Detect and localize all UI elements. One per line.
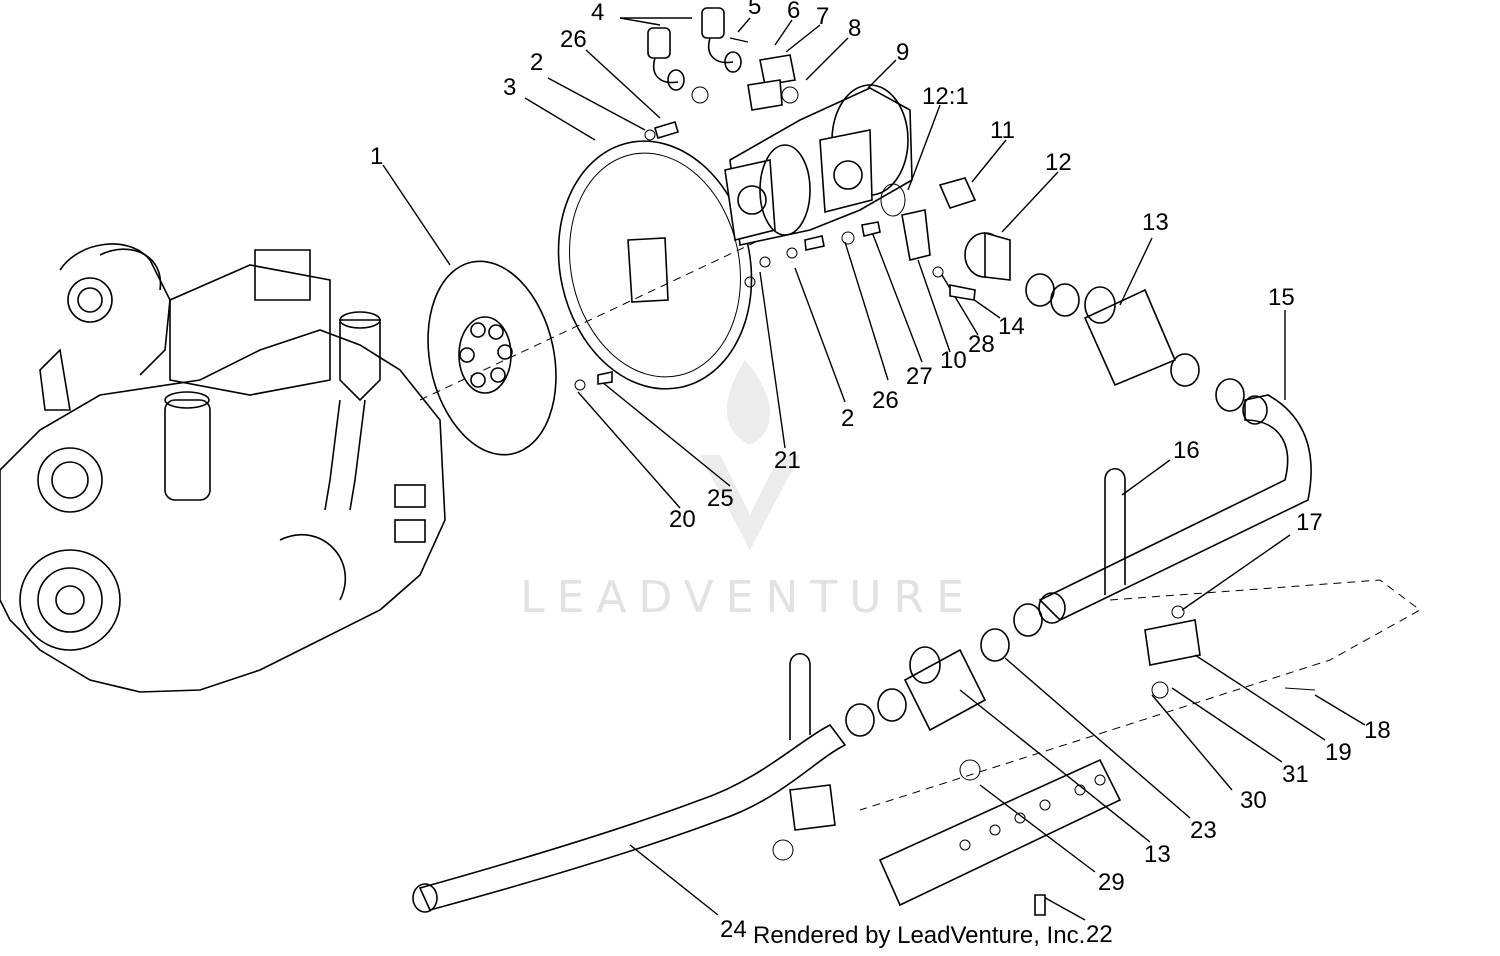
watermark-flame-icon [726, 360, 771, 445]
callout-25: 25 [707, 485, 734, 512]
callout-14: 14 [998, 313, 1025, 340]
callout-19: 19 [1325, 739, 1352, 766]
engine-assembly [0, 243, 446, 693]
callout-11: 11 [990, 117, 1015, 144]
drive-tube-upper [1038, 394, 1312, 624]
callout-12-1: 12:1 [922, 83, 969, 110]
callout-23: 23 [1190, 817, 1217, 844]
callout-15: 15 [1268, 284, 1295, 311]
callout-5: 5 [748, 0, 761, 20]
callout-27: 27 [906, 363, 933, 390]
fasteners [574, 121, 1185, 916]
watermark-logo-icon [700, 455, 800, 550]
coupling-sleeve-upper [1083, 286, 1177, 387]
callout-10: 10 [940, 347, 967, 374]
callout-13-upper: 13 [1142, 209, 1169, 236]
callout-22: 22 [1086, 921, 1113, 948]
callout-3: 3 [503, 74, 516, 101]
callout-12: 12 [1045, 149, 1072, 176]
hydraulic-pump [724, 84, 913, 246]
callout-20: 20 [669, 506, 696, 533]
hose-fittings [647, 7, 799, 111]
watermark-text: LEADVENTURE [520, 572, 976, 623]
adapter-housing [557, 140, 753, 390]
callout-2-lower: 2 [841, 405, 854, 432]
flex-coupling-plate [427, 260, 557, 456]
callout-18: 18 [1364, 717, 1391, 744]
callout-17: 17 [1296, 509, 1323, 536]
callout-9: 9 [896, 39, 909, 66]
callout-26-upper: 26 [560, 26, 587, 53]
callout-21: 21 [774, 447, 801, 474]
mount-brackets [772, 619, 1316, 861]
callout-1: 1 [370, 143, 383, 170]
flange-coupler [880, 177, 1011, 281]
drive-tube-lower [412, 652, 847, 913]
callout-7: 7 [816, 3, 829, 30]
rendered-by-credit: Rendered by LeadVenture, Inc. [753, 922, 1085, 949]
callout-4: 4 [591, 0, 604, 26]
callout-28: 28 [968, 331, 995, 358]
callout-2: 2 [530, 49, 543, 76]
leader-lines [382, 17, 1366, 921]
callout-6: 6 [787, 0, 800, 24]
callout-30: 30 [1240, 787, 1267, 814]
watermark: LEADVENTURE [520, 360, 976, 623]
hose-clamps [845, 273, 1245, 737]
callout-8: 8 [848, 15, 861, 42]
callout-26-lower: 26 [872, 387, 899, 414]
callout-24: 24 [720, 916, 747, 943]
callout-labels: 1 2 3 4 5 6 7 8 9 12:1 11 12 13 15 26 14… [370, 0, 1391, 948]
callout-29: 29 [1098, 869, 1125, 896]
callout-31: 31 [1282, 761, 1309, 788]
coupling-sleeve-lower [903, 646, 987, 732]
callout-16: 16 [1173, 437, 1200, 464]
callout-13-lower: 13 [1144, 841, 1171, 868]
frame-rail [859, 579, 1421, 907]
